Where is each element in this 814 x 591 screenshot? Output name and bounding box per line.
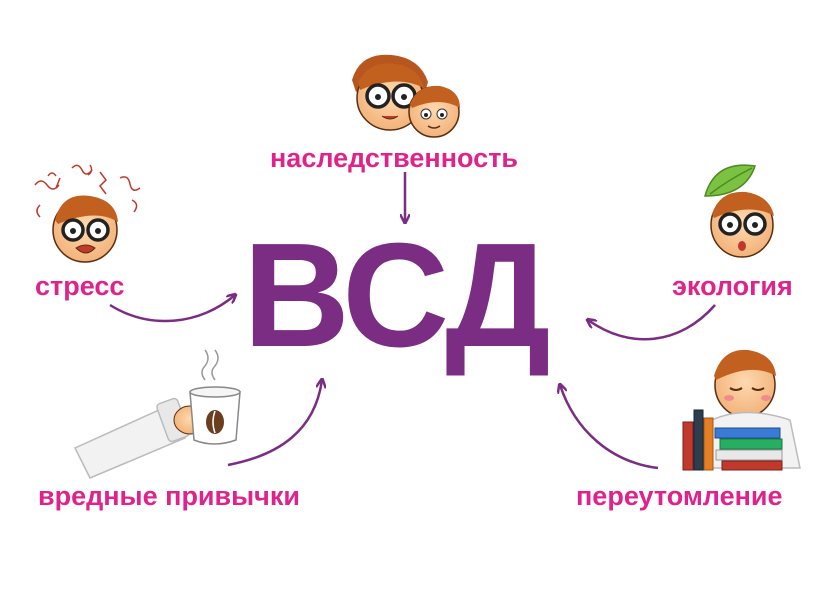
label-ecology: экология [672,271,793,301]
hand-with-coffee-cup-icon [73,349,241,479]
boy-with-leaf-icon [704,164,774,258]
arrow-stress [109,295,235,323]
center-title: ВСД [243,213,551,378]
label-heredity: наследственность [270,143,519,173]
label-fatigue: переутомление [576,481,783,511]
stressed-boy-icon [34,164,141,263]
arrow-fatigue [560,385,659,470]
arrow-ecology [588,304,716,341]
parent-child-faces-icon [352,54,460,138]
arrow-habits [227,380,322,467]
sleeping-boy-with-books-icon [682,349,801,471]
label-habits: вредные привычки [38,481,300,511]
label-stress: стресс [35,271,125,301]
